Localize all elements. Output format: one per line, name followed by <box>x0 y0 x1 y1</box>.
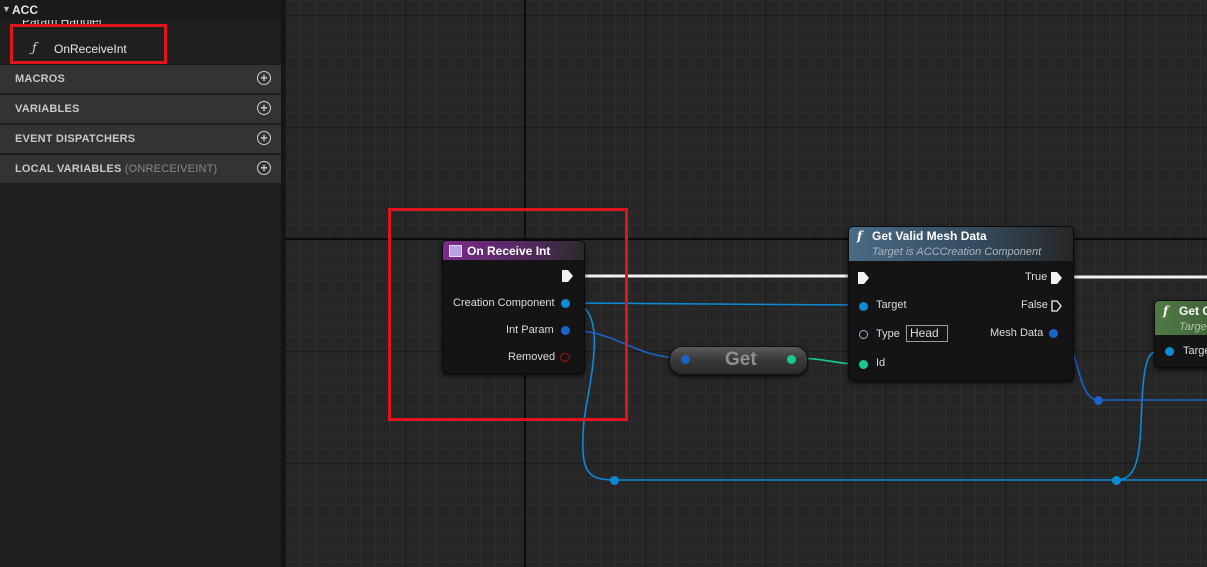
node-header[interactable]: f Get Valid Mesh Data Target is ACCCreat… <box>849 227 1073 261</box>
reroute-knot[interactable] <box>1112 476 1121 485</box>
get-output-pin[interactable] <box>787 355 796 364</box>
function-icon: f <box>857 229 863 243</box>
plus-circle-icon[interactable]: + <box>257 101 271 115</box>
pin-label: Id <box>876 357 886 369</box>
exec-false-pin[interactable] <box>1051 300 1063 314</box>
highlight-box-event-node <box>388 208 628 421</box>
target-wire <box>569 302 863 306</box>
pin-label: False <box>1021 299 1048 311</box>
function-icon: f <box>1163 304 1169 318</box>
node-header[interactable]: f Get O Targe <box>1155 301 1207 335</box>
pin-label: True <box>1025 271 1048 283</box>
target-pin[interactable] <box>1165 347 1174 356</box>
section-local-variables[interactable]: LOCAL VARIABLES (ONRECEIVEINT) + <box>0 154 281 183</box>
node-title: On Receive Int <box>467 244 551 258</box>
function-icon: ƒ <box>32 41 37 56</box>
node-title: Get <box>725 349 757 370</box>
pin-label: Int Param <box>506 324 554 336</box>
get-node[interactable]: Get <box>669 346 808 375</box>
exec-out-pin[interactable] <box>562 270 574 284</box>
section-variables[interactable]: VARIABLES + <box>0 94 281 123</box>
category-label: ACC <box>12 3 38 17</box>
get-input-pin[interactable] <box>681 355 690 364</box>
exec-in-pin[interactable] <box>858 272 870 286</box>
category-acc[interactable]: ▼ ACC <box>0 0 281 20</box>
plus-circle-icon[interactable]: + <box>257 131 271 145</box>
section-title-main: LOCAL VARIABLES <box>15 163 122 175</box>
get-valid-mesh-data-node[interactable]: f Get Valid Mesh Data Target is ACCCreat… <box>848 226 1074 381</box>
section-title: MACROS <box>15 73 66 85</box>
function-label: OnReceiveInt <box>54 42 127 56</box>
panel-splitter[interactable] <box>281 0 285 567</box>
plus-circle-icon[interactable]: + <box>257 71 271 85</box>
pin-label: Mesh Data <box>990 327 1044 339</box>
mesh-data-pin[interactable] <box>1049 329 1058 338</box>
pin-label: Targe <box>1183 345 1207 357</box>
node-subtitle: Target is ACCCreation Component <box>872 246 1042 258</box>
reroute-knot[interactable] <box>610 476 619 485</box>
section-event-dispatchers[interactable]: EVENT DISPATCHERS + <box>0 124 281 153</box>
section-title-sub: (ONRECEIVEINT) <box>124 163 218 175</box>
pin-label: Target <box>876 299 907 311</box>
event-icon <box>449 245 462 257</box>
get-partial-node[interactable]: f Get O Targe Targe <box>1154 300 1207 368</box>
my-blueprint-panel: ▼ ACC Param Handler ƒ OnReceiveInt MACRO… <box>0 0 285 567</box>
on-receive-int-node[interactable]: On Receive Int Creation Component Int Pa… <box>442 240 585 374</box>
pin-label: Type <box>876 328 900 340</box>
pin-label: Creation Component <box>453 297 555 309</box>
exec-true-pin[interactable] <box>1051 272 1063 286</box>
plus-circle-icon[interactable]: + <box>257 161 271 175</box>
removed-pin[interactable] <box>560 353 570 362</box>
id-pin[interactable] <box>859 360 868 369</box>
highlight-box-function <box>10 24 167 64</box>
type-enum-dropdown[interactable]: Head <box>906 325 948 342</box>
node-subtitle: Targe <box>1179 321 1207 333</box>
collapse-arrow-icon[interactable]: ▼ <box>2 4 11 14</box>
pin-label: Removed <box>508 351 556 363</box>
section-title: VARIABLES <box>15 103 80 115</box>
type-pin[interactable] <box>859 330 868 339</box>
creation-component-pin[interactable] <box>561 299 570 308</box>
section-title: EVENT DISPATCHERS <box>15 133 136 145</box>
target-pin[interactable] <box>859 302 868 311</box>
reroute-knot[interactable] <box>1094 396 1103 405</box>
node-header[interactable]: On Receive Int <box>443 241 584 260</box>
section-macros[interactable]: MACROS + <box>0 64 281 93</box>
target-wire <box>1115 349 1169 481</box>
section-title: LOCAL VARIABLES (ONRECEIVEINT) <box>15 163 217 175</box>
int-param-pin[interactable] <box>561 326 570 335</box>
node-title: Get O <box>1179 304 1207 318</box>
graph-origin-horizontal-line <box>285 238 1207 240</box>
node-title: Get Valid Mesh Data <box>872 229 987 243</box>
